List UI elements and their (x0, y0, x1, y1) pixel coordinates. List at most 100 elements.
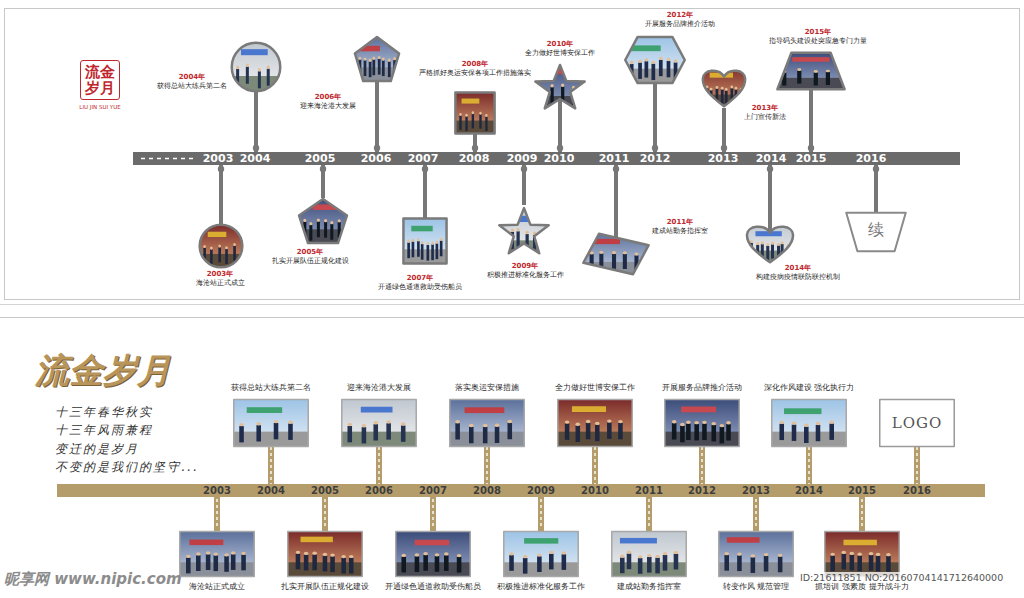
photo-sky (557, 399, 633, 447)
photo-head (595, 422, 600, 425)
photo-head (457, 554, 462, 557)
continue-mark: 续 (868, 220, 884, 241)
photo-head (479, 112, 481, 115)
photo-banner (792, 57, 829, 62)
photo-figure (323, 556, 328, 572)
photo-figure (349, 558, 354, 574)
photo-banner (241, 49, 268, 55)
photo-figure (647, 557, 652, 573)
logo-placeholder: LOGO (879, 399, 955, 447)
photo-head (472, 111, 474, 114)
year-label: 2016 (903, 484, 931, 497)
year-label: 2008 (459, 152, 490, 165)
photo-head (241, 552, 246, 555)
photo-sky (455, 92, 495, 134)
photo-figure (509, 555, 514, 571)
photo-head (507, 420, 512, 423)
photo-frame: 2003年海沧站正式成立 (199, 224, 243, 268)
photo-figure (804, 427, 809, 443)
photo-figure (502, 235, 505, 253)
event-caption: 全力做好世博安保工作 (525, 49, 595, 58)
stem-pattern (861, 499, 862, 529)
photo-figure (850, 555, 855, 571)
photo-figure (372, 60, 375, 76)
photo-head (618, 420, 623, 423)
photo-figure (797, 71, 801, 84)
year-label: 2006 (365, 484, 393, 497)
slogan-line: 十三年春华秋实 (55, 404, 153, 421)
shape-frame (824, 531, 900, 577)
photo-head (721, 87, 724, 90)
year-label: 2012 (688, 484, 716, 497)
shape-outline (583, 234, 648, 274)
photo-head (469, 424, 474, 427)
year-label: 2016 (856, 152, 887, 165)
shape-outline (234, 399, 308, 446)
slogan-line: 不变的是我们的坚守... (55, 459, 198, 476)
year-caption: 2012年 (645, 11, 715, 20)
photo-figure (206, 554, 211, 570)
shape-frame (449, 399, 525, 447)
photo-head (206, 551, 211, 554)
photo-head (349, 555, 354, 558)
shape-outline (232, 43, 281, 92)
shape-outline (719, 531, 793, 576)
photo-head (382, 57, 385, 60)
photo-head (674, 551, 679, 554)
photo-head (347, 423, 352, 426)
stem-bar (653, 84, 657, 152)
caption-block: 开展服务品牌推介活动 (662, 383, 742, 393)
photo-image (824, 531, 900, 577)
stem-bar (322, 497, 328, 531)
photo-head (196, 552, 201, 555)
photo-head (751, 554, 756, 557)
photo-figure (388, 62, 391, 78)
caption-block: 2014年构建疫病疫情联防联控机制 (756, 264, 840, 281)
photo-head (483, 424, 488, 427)
year-caption: 2013年 (744, 104, 786, 113)
photo-head (427, 242, 430, 245)
photo-sky (771, 399, 847, 447)
photo-head (686, 421, 691, 424)
stem-dot (218, 166, 224, 172)
shape-frame (718, 531, 794, 577)
year-label: 2007 (408, 152, 439, 165)
year-label: 2008 (473, 484, 501, 497)
timeline-stem (808, 90, 814, 152)
photo-head (431, 242, 434, 245)
photo-head (781, 241, 784, 244)
photo-image (557, 399, 633, 447)
photo-head (386, 420, 391, 423)
photo-sky (503, 531, 579, 577)
photo-head (455, 420, 460, 423)
photo-figure (479, 114, 481, 128)
photo-figure (778, 557, 783, 573)
photo-frame: 2013年上门宣传新法 (701, 66, 747, 108)
photo-head (730, 86, 733, 89)
shape-outline (355, 37, 399, 81)
photo-figure (562, 554, 567, 570)
shape-outline (342, 399, 416, 446)
logo-characters: 流金岁月 (85, 64, 115, 97)
stem-bar (809, 90, 813, 152)
stem-pattern (916, 445, 917, 486)
shape-outline (499, 208, 548, 253)
photo-frame: 深化作风建设 强化执行力 (771, 399, 847, 447)
shape-outline (665, 399, 739, 446)
photo-head (362, 424, 367, 427)
timeline-road: 2003200420052006200720082009201020112012… (57, 484, 985, 497)
photo-frame: 开展服务品牌推介活动 (664, 399, 740, 447)
photo-banner (727, 537, 760, 543)
shape-frame (624, 36, 686, 84)
photo-figure (620, 558, 625, 574)
photo-figure (764, 556, 769, 572)
photo-figure (465, 117, 467, 131)
year-label: 2005 (305, 152, 336, 165)
photo-head (373, 421, 378, 424)
photo-head (274, 420, 279, 423)
stem-dot (613, 166, 619, 172)
photo-head (735, 87, 738, 90)
timeline-stem (521, 165, 527, 205)
photo-head (372, 57, 375, 60)
